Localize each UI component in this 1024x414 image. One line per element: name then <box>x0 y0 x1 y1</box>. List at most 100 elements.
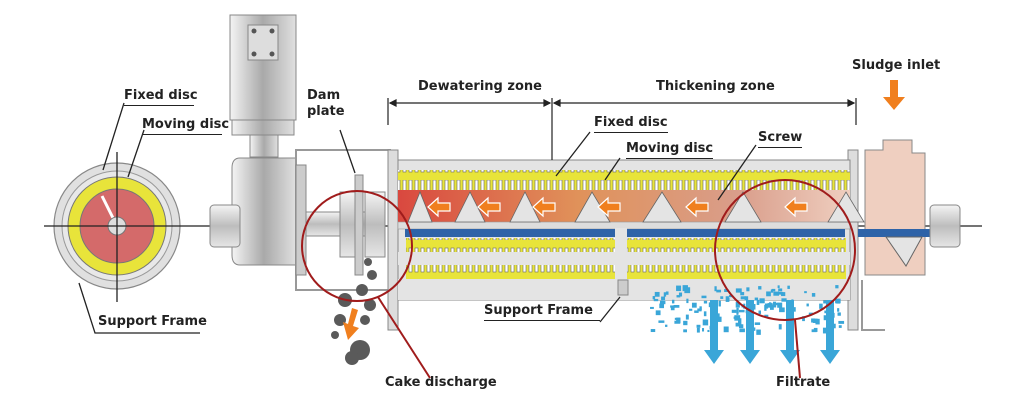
filtrate-droplet <box>671 299 675 304</box>
filtrate-droplet <box>702 328 705 332</box>
filtrate-droplet <box>663 292 667 297</box>
filtrate-droplet <box>661 296 666 301</box>
filtrate-droplet <box>689 308 693 311</box>
filtrate-droplet <box>808 312 813 315</box>
label-screw: Screw <box>758 130 803 148</box>
filtrate-droplet <box>781 298 787 302</box>
filtrate-droplet <box>735 322 740 327</box>
filtrate-droplet <box>735 301 740 308</box>
filtrate-droplet <box>787 285 790 289</box>
filtrate-droplet <box>756 299 760 305</box>
filtrate-droplet <box>773 302 779 306</box>
filtrate-droplet <box>685 314 689 320</box>
filtrate-droplet <box>658 320 665 323</box>
filtrate-droplet <box>768 302 772 305</box>
filtrate-droplet <box>740 292 745 296</box>
filtrate-droplet <box>701 295 707 299</box>
filtrate-droplet <box>694 310 699 313</box>
cake-highlight-circle <box>301 190 413 302</box>
filtrate-droplet <box>779 307 785 313</box>
filtrate-droplet <box>835 285 839 289</box>
filtrate-droplet <box>676 317 681 324</box>
filtrate-arrows <box>704 300 840 364</box>
filtrate-droplet <box>778 291 784 295</box>
filtrate-droplet <box>662 301 666 305</box>
filtrate-droplet <box>837 312 841 316</box>
filtrate-droplet <box>756 329 761 335</box>
filtrate-droplet <box>746 287 750 292</box>
inlet-housing <box>858 139 961 331</box>
filtrate-droplet <box>653 298 659 302</box>
filtrate-droplet <box>770 289 774 293</box>
filtrate-droplet <box>812 318 818 324</box>
dam-plate <box>354 174 364 276</box>
filtrate-droplet <box>771 288 776 292</box>
filtrate-droplet <box>736 309 739 315</box>
label-left-moving-disc: Moving disc <box>142 117 229 135</box>
filtrate-droplet <box>682 285 688 292</box>
filtrate-droplet <box>804 291 807 294</box>
filtrate-droplet <box>766 291 771 297</box>
filtrate-droplet <box>733 316 739 319</box>
label-left-support-frame: Support Frame <box>98 314 207 329</box>
filtrate-droplet <box>823 315 828 321</box>
filtrate-droplet <box>837 308 840 312</box>
filtrate-droplet <box>678 292 683 297</box>
filtrate-droplet <box>759 298 765 304</box>
filtrate-droplet <box>703 311 707 317</box>
filtrate-droplets <box>650 285 845 335</box>
filtrate-droplet <box>650 306 654 309</box>
filtrate-droplet <box>740 296 746 300</box>
filtrate-droplet <box>731 309 737 313</box>
filtrate-droplet <box>823 300 827 304</box>
filtrate-droplet <box>676 285 682 292</box>
filtrate-droplet <box>806 303 809 307</box>
label-sludge-inlet: Sludge inlet <box>852 58 941 73</box>
filtrate-droplet <box>683 320 688 326</box>
filtrate-droplet <box>655 310 661 316</box>
outlet-flange <box>387 149 399 331</box>
leader-lines <box>78 102 757 334</box>
drive-motor <box>209 14 391 291</box>
filtrate-droplet <box>764 304 767 311</box>
filtrate-droplet <box>716 289 722 293</box>
filtrate-droplet <box>703 300 708 304</box>
filtrate-droplet <box>714 286 717 292</box>
label-thickening-zone: Thickening zone <box>656 79 775 94</box>
filtrate-droplet <box>728 295 733 298</box>
label-dam-plate-1: Dam <box>307 88 341 103</box>
filtrate-droplet <box>777 302 783 308</box>
filtrate-droplet <box>725 296 729 302</box>
filtrate-droplet <box>665 291 669 295</box>
filtrate-droplet <box>652 296 656 300</box>
label-dewatering-zone: Dewatering zone <box>418 79 542 94</box>
flow-arrows <box>427 196 808 218</box>
filtrate-droplet <box>659 300 664 307</box>
filtrate-droplet <box>650 329 656 333</box>
label-dam-plate-2: plate <box>307 104 345 119</box>
filtrate-droplet <box>673 304 680 308</box>
filtrate-droplet <box>752 303 756 310</box>
filtrate-droplet <box>777 285 780 289</box>
label-left-fixed-disc: Fixed disc <box>124 88 198 106</box>
filtrate-droplet <box>754 322 761 325</box>
filtrate-droplet <box>696 324 701 328</box>
filtrate-droplet <box>769 304 774 310</box>
filtrate-droplet <box>737 323 742 327</box>
filtrate-droplet <box>676 295 681 298</box>
label-cake-discharge: Cake discharge <box>385 375 497 390</box>
filtrate-droplet <box>764 314 769 318</box>
filtrate-droplet <box>707 329 710 333</box>
filtrate-droplet <box>665 324 668 327</box>
filtrate-droplet <box>773 291 779 296</box>
filtrate-droplet <box>686 298 689 304</box>
filtrate-droplet <box>654 291 660 297</box>
filtrate-droplet <box>802 316 805 322</box>
filtrate-droplet <box>758 310 761 315</box>
filtrate-droplet <box>723 326 729 333</box>
filtrate-droplet <box>754 297 759 301</box>
filtrate-droplet <box>819 303 823 309</box>
zone-dimension-lines <box>387 98 857 160</box>
filtrate-droplet <box>813 327 818 332</box>
filtrate-droplet <box>739 328 745 333</box>
